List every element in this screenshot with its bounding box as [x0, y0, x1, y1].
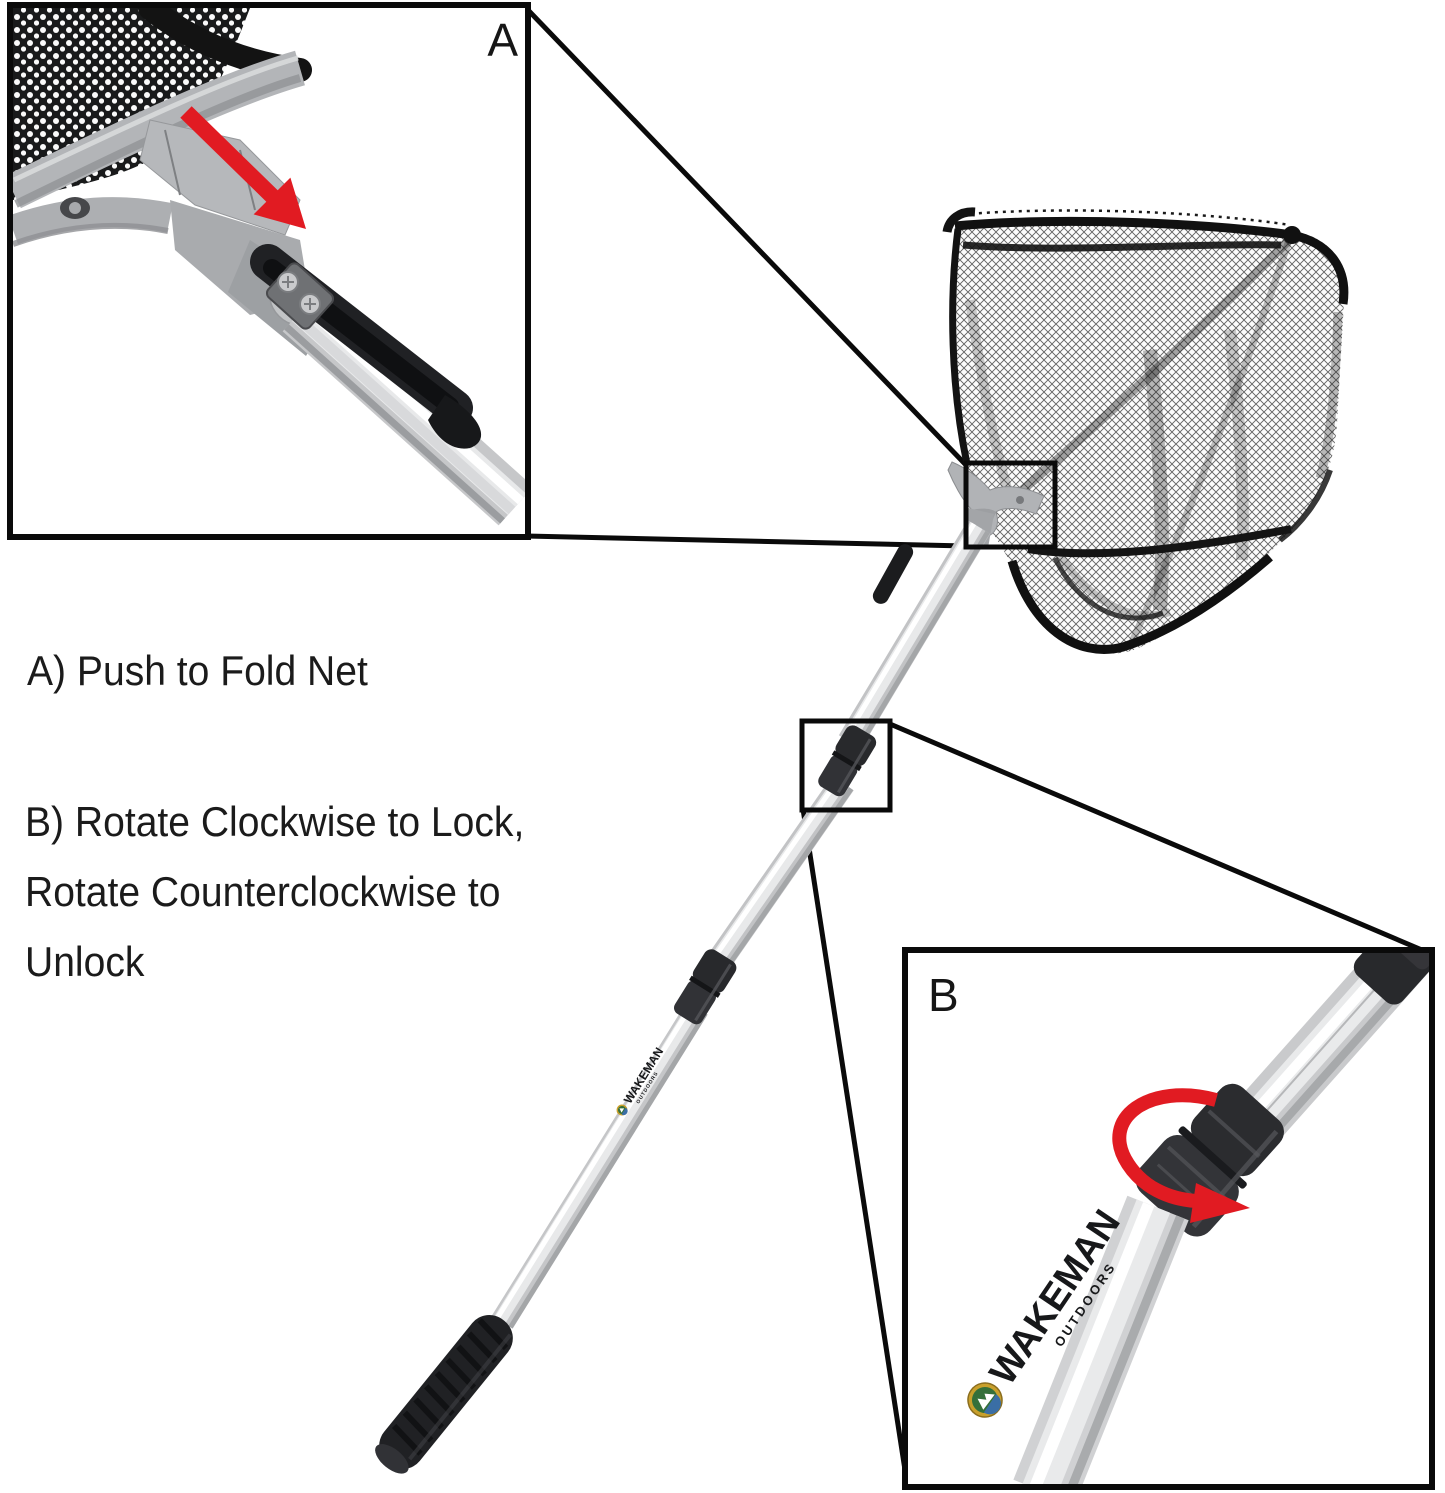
net-fold — [1315, 311, 1343, 480]
net-joint — [872, 461, 1045, 604]
instruction-a: A) Push to Fold Net — [27, 647, 368, 694]
screw-icon — [277, 271, 299, 293]
rotate-arrow-icon — [1112, 1088, 1250, 1223]
twist-lock-collar-zoom — [1135, 1083, 1284, 1237]
net-head — [942, 207, 1349, 654]
instruction-b-line3: Unlock — [25, 938, 145, 985]
callout-line-b-bottom — [800, 808, 910, 1484]
screw-icon — [299, 293, 321, 315]
inset-b-pole-lower — [1013, 1195, 1189, 1484]
handle-grip — [375, 1314, 513, 1474]
pole — [491, 520, 991, 1329]
inset-b-label: B — [928, 969, 959, 1021]
inset-a-box — [7, 2, 531, 540]
lower-lock-collar — [673, 949, 737, 1025]
brand-emblem-icon — [616, 1104, 628, 1116]
net-fold — [1143, 349, 1169, 611]
inset-a-clip — [250, 244, 482, 449]
callout-line-a-bottom — [525, 533, 967, 549]
callout-line-a-top — [526, 8, 968, 467]
pole-end-cap — [1353, 953, 1429, 1005]
inset-b: WAKEMAN OUTDOORS B — [902, 947, 1435, 1490]
callout-target-a — [963, 460, 1058, 550]
instruction-b-line2: Rotate Counterclockwise to — [25, 868, 501, 915]
net-fold — [1003, 236, 1293, 508]
inset-b-box — [902, 947, 1435, 1490]
inset-a: A — [7, 2, 531, 540]
net-fold — [965, 299, 1017, 507]
instruction-b-line1: B) Rotate Clockwise to Lock, — [25, 798, 525, 845]
push-arrow-icon — [180, 106, 306, 229]
brand-emblem-icon — [967, 1382, 1003, 1418]
upper-lock-collar — [818, 725, 877, 797]
callout-line-b-top — [889, 721, 1430, 956]
callout-target-b — [799, 718, 893, 813]
net-rim — [942, 207, 1349, 654]
fold-lever — [872, 544, 914, 604]
inset-a-label: A — [487, 14, 518, 66]
net-fold — [1128, 238, 1293, 644]
net-mesh-pattern — [953, 217, 1346, 654]
